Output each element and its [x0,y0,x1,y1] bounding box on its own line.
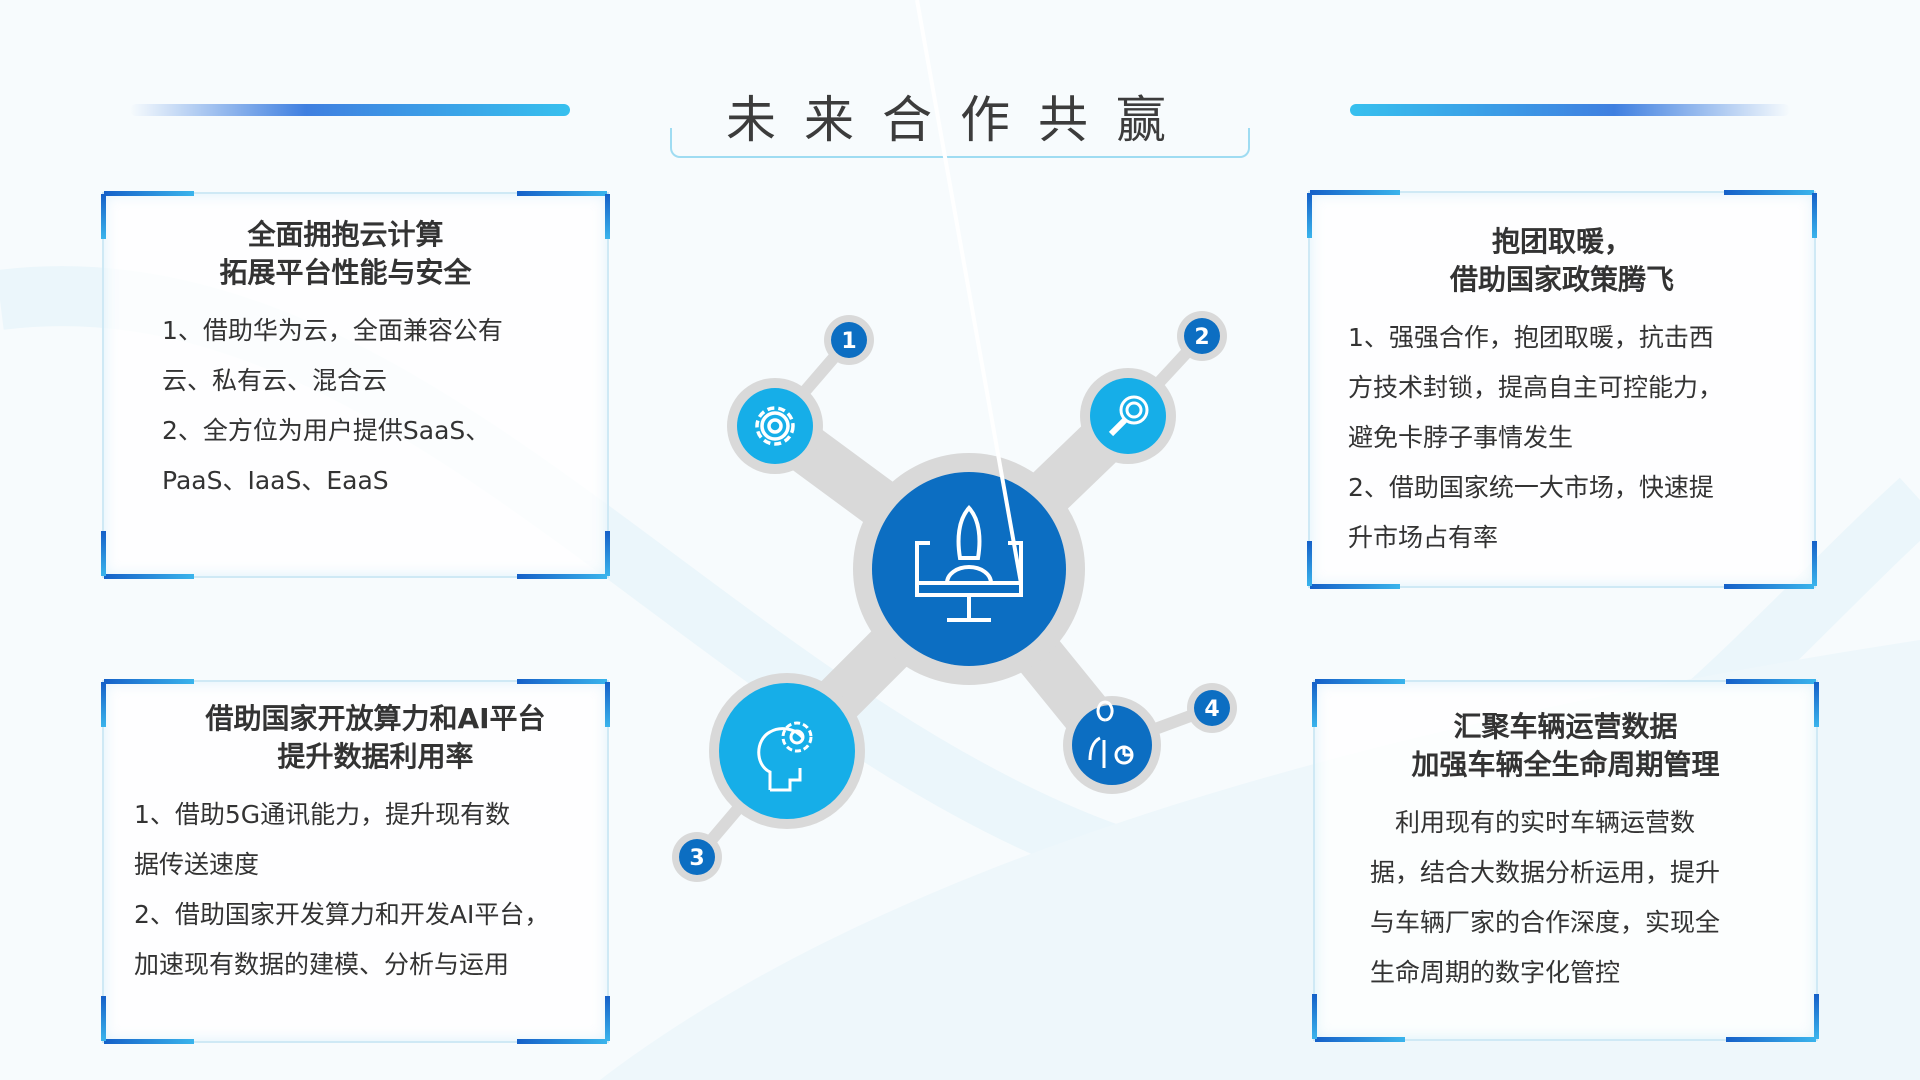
card-line: 2、借助国家统一大市场，快速提 [1348,473,1714,502]
card-national-policy: 抱团取暖，借助国家政策腾飞 1、强强合作，抱团取暖，抗击西方技术封锁，提高自主可… [1307,190,1817,589]
rocket-monitor-icon [915,0,1023,622]
magnifier-icon [1108,395,1149,437]
card-vehicle-data: 汇聚车辆运营数据加强车辆全生命周期管理 利用现有的实时车辆运营数据，结合大数据分… [1312,679,1819,1042]
card-line: 据，结合大数据分析运用，提升 [1370,858,1721,887]
card-line: 避免卡脖子事情发生 [1348,423,1574,452]
badge-2: 2 [1194,325,1209,350]
card-line: 1、借助5G通讯能力，提升现有数 [134,800,511,829]
card-title: 汇聚车辆运营数据加强车辆全生命周期管理 [1411,710,1720,781]
header-bracket [670,128,1250,158]
gear-icon [755,406,795,446]
card-ai-platform: 借助国家开放算力和AI平台提升数据利用率 1、借助5G通讯能力，提升现有数据传送… [101,679,610,1044]
person-chart-icon [1088,700,1134,768]
badge-4: 4 [1204,697,1219,722]
card-line: 与车辆厂家的合作深度，实现全 [1370,908,1721,937]
card-title: 借助国家开放算力和AI平台提升数据利用率 [205,702,546,773]
card-line: 方技术封锁，提高自主可控能力， [1348,373,1724,402]
card-line: 1、借助华为云，全面兼容公有 [162,316,503,345]
card-line: 2、全方位为用户提供SaaS、 [162,416,491,445]
card-line: 1、强强合作，抱团取暖，抗击西 [1348,323,1714,352]
card-line: PaaS、IaaS、EaaS [162,466,389,495]
node-1[interactable]: 1 [737,322,867,464]
card-cloud-computing: 全面拥抱云计算拓展平台性能与安全 1、借助华为云，全面兼容公有云、私有云、混合云… [101,191,610,579]
card-title: 全面拥抱云计算拓展平台性能与安全 [219,218,472,289]
card-line: 据传送速度 [134,850,260,879]
head-gear-icon [757,721,813,792]
card-title: 抱团取暖，借助国家政策腾飞 [1449,225,1674,296]
badge-1: 1 [841,329,856,354]
center-node [872,0,1066,666]
card-line: 升市场占有率 [1348,523,1499,552]
header-line-left [130,104,570,116]
page-title: 未来合作共赢 [726,91,1194,149]
card-line: 2、借助国家开发算力和开发AI平台， [134,900,550,929]
badge-3: 3 [689,846,704,871]
card-line: 加速现有数据的建模、分析与运用 [134,950,510,979]
card-line: 云、私有云、混合云 [162,366,388,395]
card-line: 利用现有的实时车辆运营数 [1370,808,1696,837]
header-line-right [1350,104,1790,116]
node-3[interactable]: 3 [679,683,855,875]
node-4[interactable]: 4 [1072,690,1230,785]
card-line: 生命周期的数字化管控 [1370,958,1621,987]
node-2[interactable]: 2 [1090,318,1220,454]
